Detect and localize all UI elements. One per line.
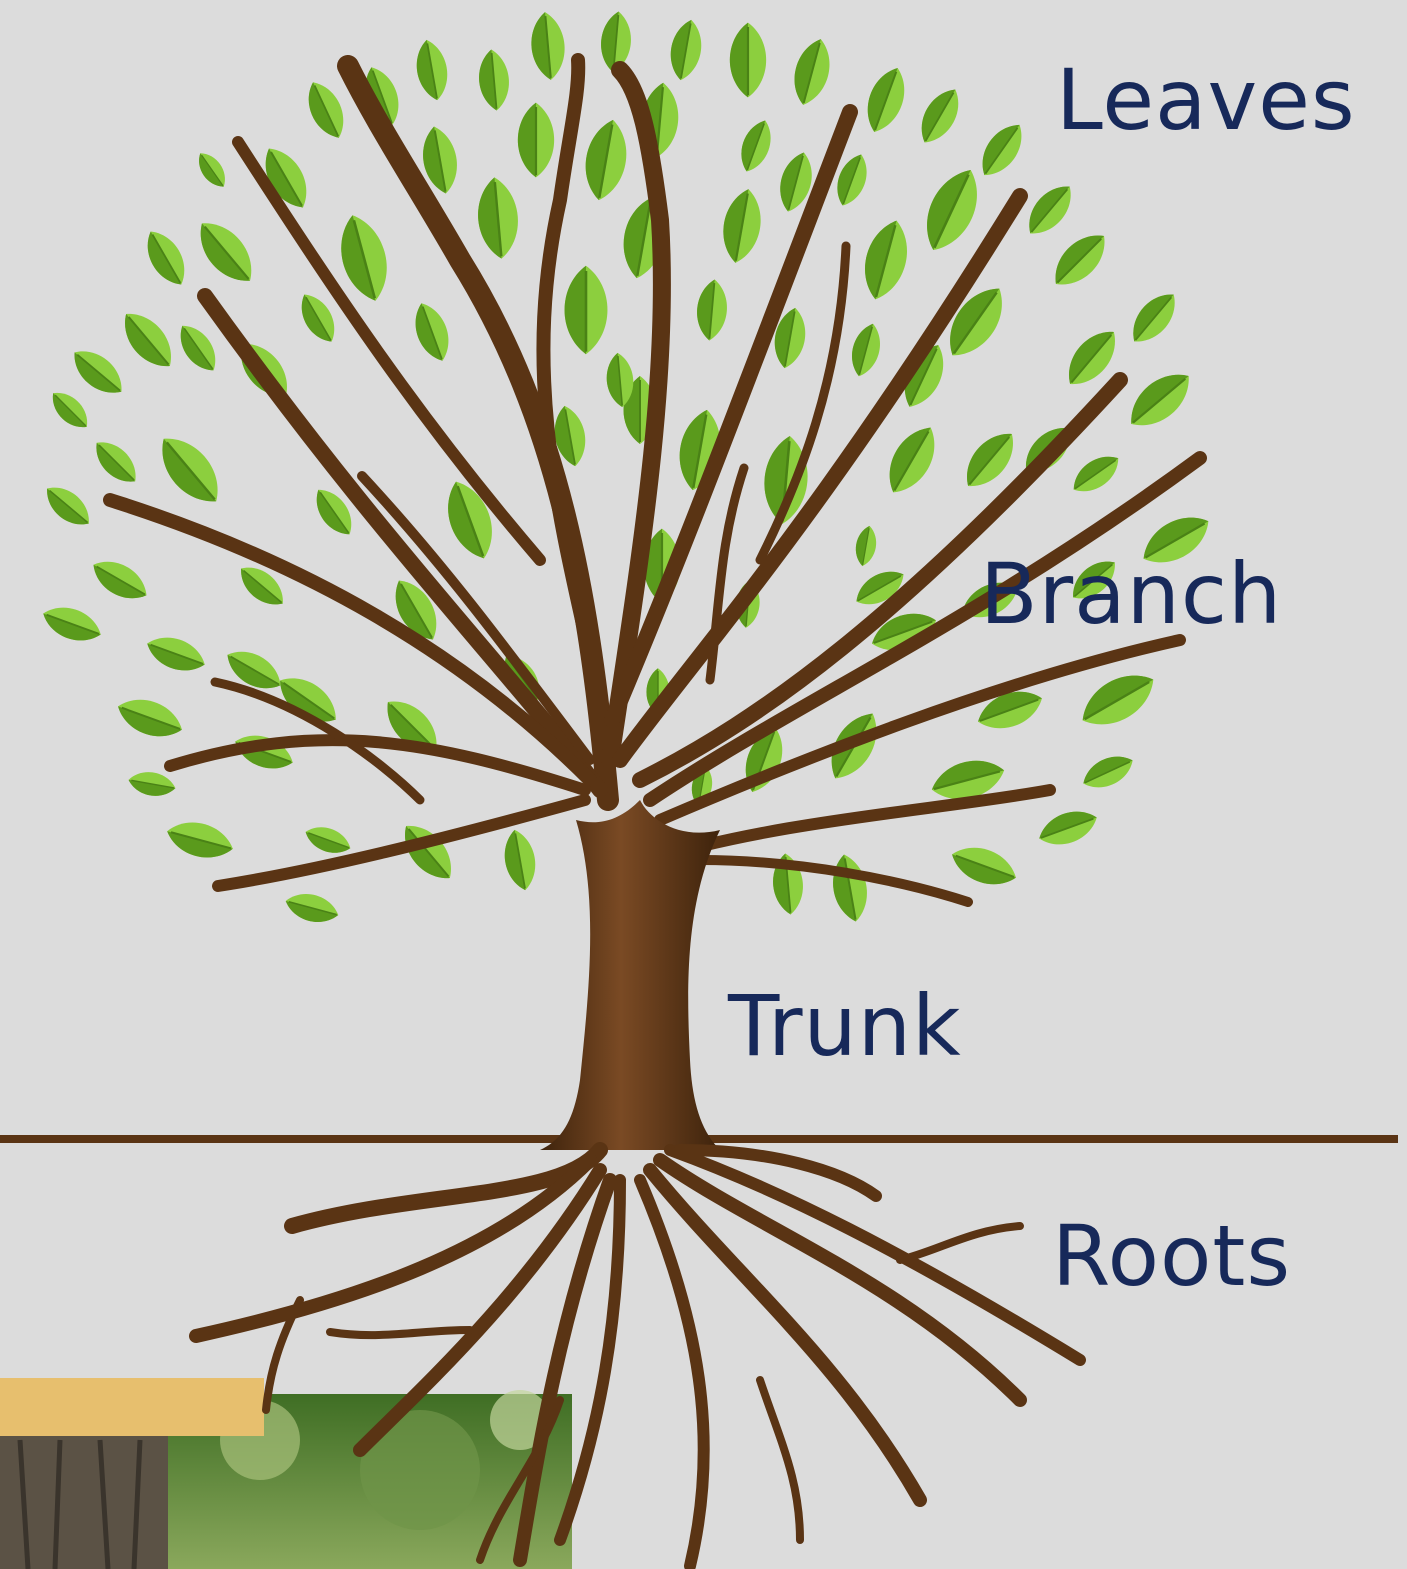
leaf-icon (912, 82, 968, 150)
leaf-icon (138, 224, 194, 292)
leaf-icon (500, 827, 540, 892)
leaf-icon (734, 116, 777, 176)
label-trunk: Trunk (728, 984, 962, 1068)
leaf-icon (730, 23, 766, 98)
leaf-icon (477, 48, 512, 112)
leaf-icon (172, 318, 225, 378)
label-leaves: Leaves (1056, 58, 1356, 142)
tree-trunk (540, 800, 720, 1150)
leaf-icon (856, 215, 915, 304)
leaf-icon (914, 161, 990, 259)
leaf-icon (1120, 362, 1201, 438)
leaf-icon (38, 600, 106, 649)
leaf-icon (579, 116, 632, 203)
leaf-icon (87, 433, 144, 490)
leaf-icon (565, 266, 608, 354)
leaf-icon (127, 768, 178, 799)
leaf-icon (1123, 285, 1185, 351)
leaf-icon (853, 524, 880, 568)
leaf-icon (666, 17, 706, 82)
leaf-icon (1044, 224, 1115, 295)
leaf-icon (475, 176, 522, 261)
leaf-icon (302, 821, 355, 859)
leaf-icon (828, 852, 872, 925)
leaf-icon (1019, 177, 1081, 243)
leaf-icon (282, 888, 341, 928)
leaf-icon (142, 630, 210, 679)
leaf-icon (718, 186, 767, 266)
leaf-icon (408, 298, 457, 366)
leaf-icon (518, 103, 554, 178)
label-roots: Roots (1052, 1214, 1291, 1298)
leaf-icon (859, 62, 913, 137)
label-branch: Branch (980, 552, 1282, 636)
leaf-icon (163, 815, 237, 864)
leaf-icon (1034, 804, 1102, 853)
leaf-icon (787, 35, 836, 109)
leaf-icon (878, 419, 947, 502)
leaf-icon (437, 475, 502, 565)
leaf-icon (846, 320, 886, 379)
leaf-icon (149, 426, 232, 514)
leaf-icon (192, 148, 232, 193)
leaf-icon (45, 385, 95, 435)
masking-tape (0, 1378, 264, 1436)
leaf-icon (972, 116, 1031, 183)
leaf-icon (1073, 662, 1163, 737)
leaf-icon (188, 212, 264, 293)
leaf-icon (86, 552, 154, 608)
leaf-icon (65, 341, 131, 403)
leaf-icon (412, 37, 452, 102)
leaf-icon (1078, 749, 1138, 796)
leaf-icon (112, 691, 187, 745)
leaf-icon (695, 278, 730, 342)
leaf-icon (529, 11, 568, 82)
leaf-icon (300, 76, 353, 144)
leaf-icon (114, 303, 183, 376)
leaf-icon (1066, 448, 1126, 501)
leaf-icon (946, 839, 1021, 893)
tree-branches (110, 60, 1200, 902)
leaf-icon (39, 478, 98, 533)
